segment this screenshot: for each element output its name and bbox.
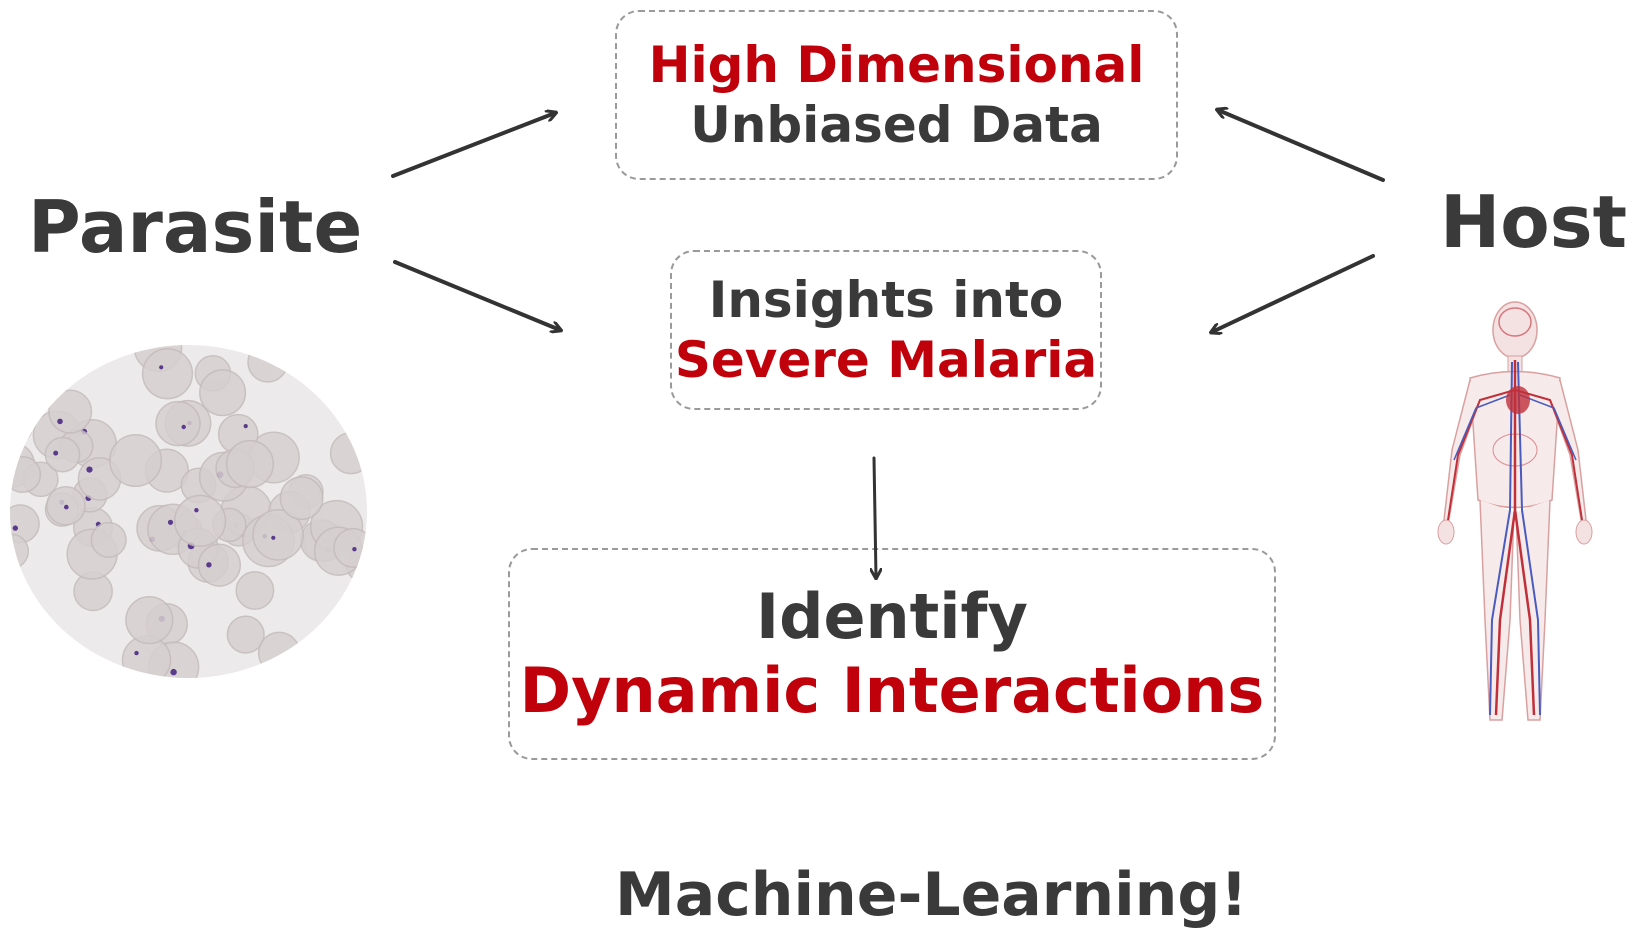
- box1-line1: High Dimensional: [648, 36, 1145, 94]
- machine-learning-footer: Machine-Learning!: [615, 860, 1248, 930]
- parasite-label: Parasite: [28, 185, 363, 269]
- blood-smear-icon: [10, 345, 367, 678]
- box1-line2: Unbiased Data: [690, 96, 1103, 154]
- host-label: Host: [1440, 180, 1627, 264]
- human-circulatory-system-icon: [1437, 301, 1593, 721]
- box3-line1: Identify: [756, 579, 1028, 653]
- box2-line2: Severe Malaria: [674, 331, 1098, 389]
- blood-smear-image: [10, 345, 367, 678]
- severe-malaria-box: Insights into Severe Malaria: [670, 250, 1102, 410]
- box2-line1: Insights into: [708, 271, 1064, 329]
- arrow-host-to-data: [1218, 110, 1385, 182]
- dynamic-interactions-box: Identify Dynamic Interactions: [508, 548, 1276, 760]
- high-dimensional-data-box: High Dimensional Unbiased Data: [615, 10, 1178, 180]
- arrow-host-to-insights: [1212, 254, 1375, 332]
- arrow-parasite-to-insights: [393, 260, 560, 330]
- arrow-parasite-to-data: [391, 113, 555, 178]
- box3-line2: Dynamic Interactions: [519, 654, 1265, 727]
